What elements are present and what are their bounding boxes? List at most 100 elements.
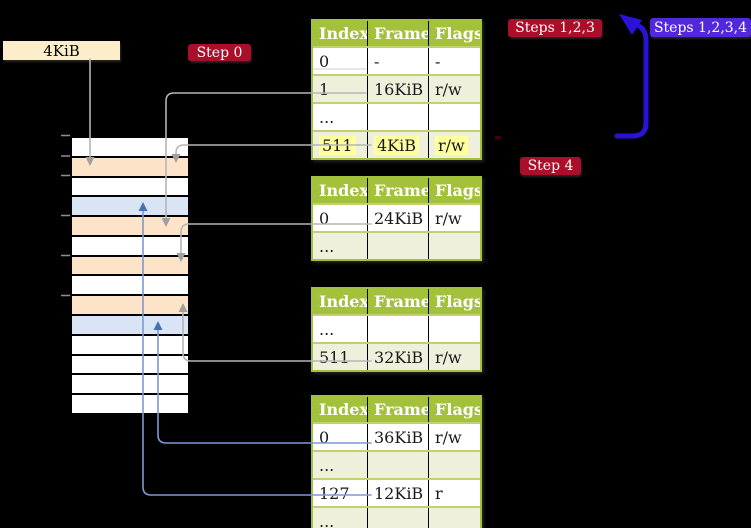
cell-frame — [367, 104, 428, 130]
col-header-frame: Frame — [367, 397, 428, 422]
col-header-index: Index — [319, 400, 367, 419]
cell-text: 511 — [319, 347, 350, 367]
cell-frame — [367, 508, 428, 528]
memory-row — [72, 335, 188, 356]
page-size-label: 4KiB — [3, 41, 120, 60]
memory-row — [72, 197, 188, 218]
cell-index: 1 — [313, 76, 367, 102]
col-header-frame: Frame — [367, 178, 428, 203]
cell-text: ... — [319, 511, 335, 528]
cell-frame — [367, 452, 428, 478]
table-row: 127 12KiB r — [313, 478, 480, 506]
step-0-badge: Step 0 — [188, 44, 251, 61]
table-row: 511 32KiB r/w — [313, 342, 480, 370]
cell-frame: 4KiB — [367, 132, 428, 158]
cell-text: 1 — [319, 79, 330, 99]
memory-row — [72, 316, 188, 336]
memory-row — [72, 296, 188, 317]
steps-1234-badge: Steps 1,2,3,4 — [650, 18, 751, 37]
cell-flags: r/w — [428, 132, 480, 158]
col-header-flags: Flags — [428, 21, 480, 46]
cell-flags: - — [428, 48, 480, 74]
table-row: 0 - - — [313, 46, 480, 74]
table-row: 0 24KiB r/w — [313, 203, 480, 231]
page-table-level4: Index Frame Flags 0 - - 1 16KiB r/w ... … — [311, 19, 482, 160]
cell-flags: r/w — [428, 424, 480, 450]
cell-index: 511 — [313, 132, 367, 158]
table-header: Index Frame Flags — [313, 21, 480, 46]
memory-row — [72, 217, 188, 237]
col-header-index: Index — [319, 181, 367, 200]
memory-row — [72, 256, 188, 277]
table-row: 1 16KiB r/w — [313, 74, 480, 102]
col-header-flags: Flags — [428, 397, 480, 422]
highlighted-cell-text: 4KiB — [374, 135, 420, 155]
cell-index: ... — [313, 452, 367, 478]
cell-flags — [428, 233, 480, 259]
table-row: ... — [313, 450, 480, 478]
cell-text: 0 — [319, 51, 330, 71]
highlighted-cell-text: 511 — [319, 135, 356, 155]
cell-index: ... — [313, 316, 367, 342]
cell-index: 0 — [313, 205, 367, 231]
table-row: 0 36KiB r/w — [313, 422, 480, 450]
col-header-flags: Flags — [428, 289, 480, 314]
cell-text: 0 — [319, 208, 330, 228]
col-header-index: Index — [319, 24, 367, 43]
cell-flags: r/w — [428, 76, 480, 102]
cell-index: 0 — [313, 424, 367, 450]
table-header: Index Frame Flags — [313, 289, 480, 314]
cell-text: r/w — [435, 427, 462, 447]
col-header-flags: Flags — [428, 178, 480, 203]
col-header-frame: Frame — [367, 289, 428, 314]
cell-text: r/w — [435, 347, 462, 367]
cell-index: ... — [313, 508, 367, 528]
cell-flags: r/w — [428, 344, 480, 370]
cell-text: 24KiB — [374, 208, 424, 228]
cell-text: 36KiB — [374, 427, 424, 447]
cell-text: r — [435, 483, 443, 503]
cell-text: - — [435, 51, 441, 71]
cell-text: 0 — [319, 427, 330, 447]
cell-text: r/w — [435, 79, 462, 99]
step-4-badge: Step 4 — [520, 157, 581, 175]
cell-text: - — [374, 51, 380, 71]
memory-row — [72, 355, 188, 376]
cell-text: ... — [319, 107, 335, 127]
page-table-level2: Index Frame Flags ... 511 32KiB r/w — [311, 287, 482, 372]
cell-frame: 24KiB — [367, 205, 428, 231]
page-table-level3: Index Frame Flags 0 24KiB r/w ... — [311, 176, 482, 261]
cell-text: r/w — [435, 208, 462, 228]
cell-index: 511 — [313, 344, 367, 370]
highlighted-cell-text: r/w — [435, 135, 468, 155]
memory-row — [72, 177, 188, 198]
cell-index: 127 — [313, 480, 367, 506]
page-table-level1: Index Frame Flags 0 36KiB r/w ... 127 12… — [311, 395, 482, 528]
cell-frame: 16KiB — [367, 76, 428, 102]
cell-frame: 32KiB — [367, 344, 428, 370]
table-header: Index Frame Flags — [313, 178, 480, 203]
memory-row — [72, 138, 188, 158]
physical-memory-stack — [70, 136, 190, 415]
cell-text: ... — [319, 236, 335, 256]
memory-row — [72, 375, 188, 396]
cell-text: ... — [319, 455, 335, 475]
cell-flags — [428, 508, 480, 528]
cell-frame: 36KiB — [367, 424, 428, 450]
cell-index: ... — [313, 104, 367, 130]
recursive-loop-shaft — [614, 22, 649, 139]
cell-index: 0 — [313, 48, 367, 74]
cell-index: ... — [313, 233, 367, 259]
cell-text: ... — [319, 319, 335, 339]
memory-row — [72, 276, 188, 297]
memory-row — [72, 157, 188, 178]
recursive-loop-arrowhead — [619, 14, 642, 35]
cell-frame — [367, 233, 428, 259]
cell-flags: r — [428, 480, 480, 506]
col-header-frame: Frame — [367, 21, 428, 46]
memory-row — [72, 395, 188, 413]
cell-flags — [428, 316, 480, 342]
table-row: ... — [313, 506, 480, 528]
cell-frame — [367, 316, 428, 342]
